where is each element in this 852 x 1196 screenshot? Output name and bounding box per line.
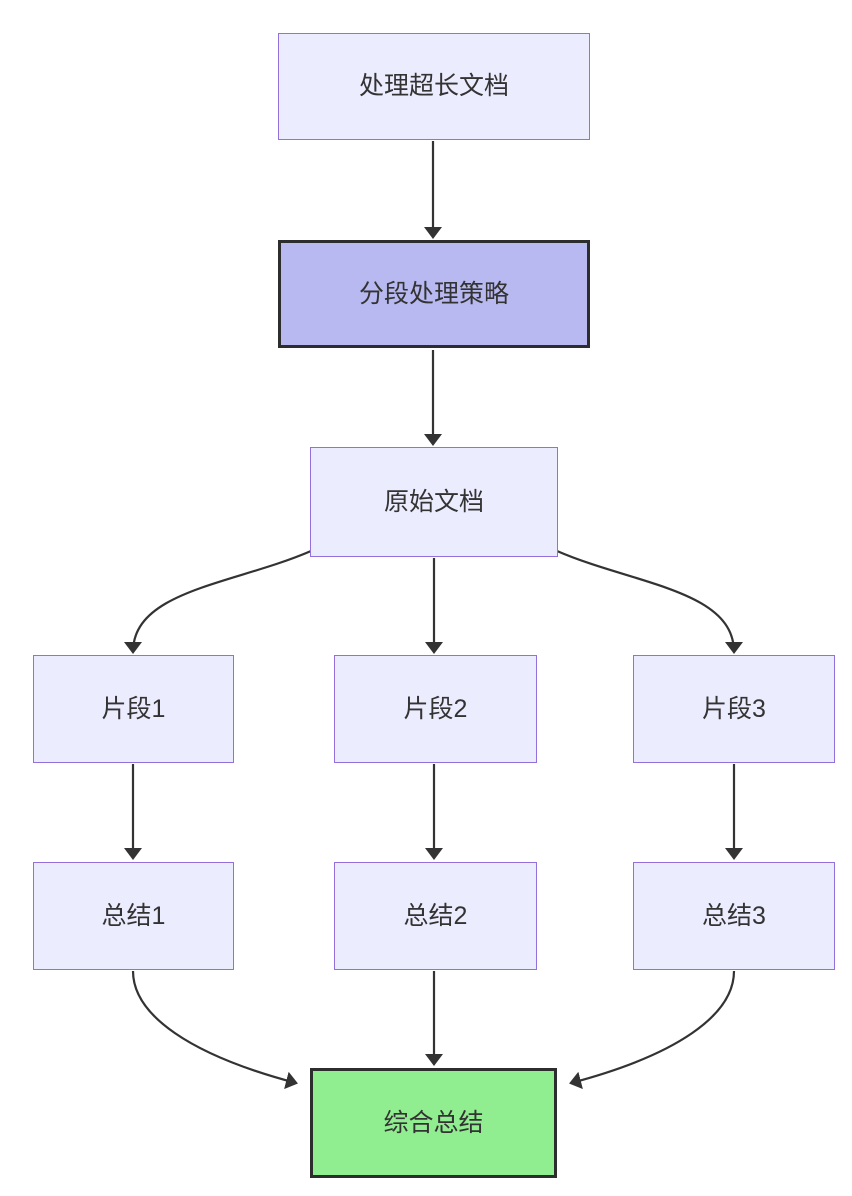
node-final-summary: 综合总结 [310, 1068, 557, 1178]
node-label: 分段处理策略 [358, 279, 509, 308]
node-label: 处理超长文档 [358, 72, 509, 101]
node-label: 片段2 [403, 694, 468, 723]
node-label: 总结1 [101, 901, 166, 930]
node-fragment-2: 片段2 [334, 655, 537, 763]
node-summary-2: 总结2 [334, 862, 537, 970]
edge-summary3-to-final [569, 970, 736, 1090]
node-summary-3: 总结3 [633, 862, 835, 970]
node-label: 总结3 [702, 901, 766, 930]
node-fragment-1: 片段1 [33, 655, 234, 763]
node-segment-strategy: 分段处理策略 [278, 240, 590, 348]
node-summary-1: 总结1 [33, 862, 234, 970]
node-label: 总结2 [403, 901, 468, 930]
node-label: 片段1 [101, 694, 166, 723]
node-original-doc: 原始文档 [310, 447, 558, 557]
node-label: 原始文档 [383, 487, 484, 516]
node-process-long-doc: 处理超长文档 [278, 33, 590, 140]
edge-original-to-fragment1 [124, 549, 312, 654]
edge-summary1-to-final [131, 970, 298, 1090]
edge-original-to-fragment3 [556, 549, 743, 654]
node-label: 片段3 [702, 694, 766, 723]
node-label: 综合总结 [383, 1108, 484, 1137]
node-fragment-3: 片段3 [633, 655, 835, 763]
